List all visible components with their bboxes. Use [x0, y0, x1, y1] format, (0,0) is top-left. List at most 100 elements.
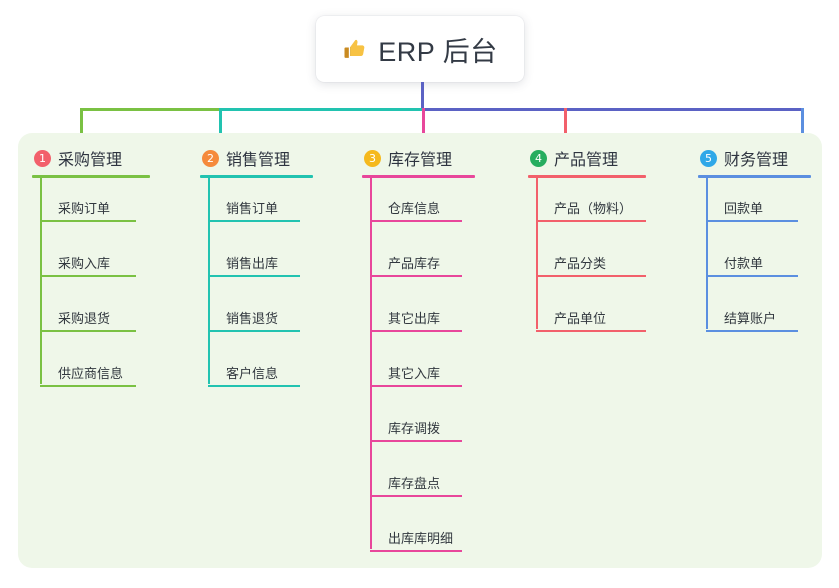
branch-item-list: 采购订单采购入库采购退货供应商信息	[32, 178, 152, 398]
branch-item-label: 产品库存	[388, 256, 441, 271]
bus-segment-2	[219, 108, 422, 111]
branch-item-rule	[370, 385, 462, 387]
branch-item-label: 出库库明细	[388, 531, 454, 546]
branch-title: 库存管理	[388, 152, 453, 169]
branch-item[interactable]: 客户信息	[200, 363, 300, 387]
branch-item-rule	[706, 220, 798, 222]
branch-item[interactable]: 采购订单	[32, 198, 136, 222]
branch-item[interactable]: 采购入库	[32, 253, 136, 277]
branch-column-4: 4 产品管理产品（物料） 产品分类产品单位	[528, 145, 648, 343]
branch-header-rule	[32, 175, 150, 178]
branch-spine	[706, 178, 708, 329]
branch-item-list: 产品（物料） 产品分类产品单位	[528, 178, 648, 343]
branch-item-label: 结算账户	[724, 311, 777, 326]
branch-item[interactable]: 销售退货	[200, 308, 300, 332]
branch-item[interactable]: 产品（物料）	[528, 198, 646, 222]
branch-item[interactable]: 产品单位	[528, 308, 646, 332]
branch-column-1: 1 采购管理采购订单采购入库采购退货供应商信息	[32, 145, 152, 398]
branch-item-list: 回款单付款单结算账户	[698, 178, 813, 343]
branch-item[interactable]: 付款单	[698, 253, 798, 277]
branch-drop-5	[801, 108, 804, 136]
branch-header-4[interactable]: 4 产品管理	[528, 145, 648, 171]
branch-item[interactable]: 出库库明细	[362, 528, 462, 552]
branch-item-rule	[370, 275, 462, 277]
branch-item-rule	[370, 550, 462, 552]
branch-item-label: 产品单位	[554, 311, 607, 326]
branch-spine	[370, 178, 372, 549]
branch-item-rule	[706, 330, 798, 332]
branch-item-label: 回款单	[724, 201, 764, 216]
branch-item-rule	[370, 495, 462, 497]
branch-item-rule	[208, 220, 300, 222]
branch-spine	[536, 178, 538, 329]
branch-item-label: 采购退货	[58, 311, 111, 326]
bus-segment-3	[422, 108, 804, 111]
branch-item[interactable]: 其它出库	[362, 308, 462, 332]
branch-item[interactable]: 销售出库	[200, 253, 300, 277]
branch-item[interactable]: 供应商信息	[32, 363, 136, 387]
branch-title: 产品管理	[554, 152, 619, 169]
branch-item[interactable]: 库存盘点	[362, 473, 462, 497]
branch-item-rule	[40, 220, 136, 222]
branch-drop-4	[564, 108, 567, 136]
root-stem-connector	[421, 82, 424, 110]
bus-segment-1	[80, 108, 219, 111]
branch-header-rule	[528, 175, 646, 178]
branch-item[interactable]: 库存调拨	[362, 418, 462, 442]
branch-item-label: 客户信息	[226, 366, 279, 381]
branch-item-rule	[40, 385, 136, 387]
branch-item-list: 仓库信息产品库存其它出库其它入库库存调拨库存盘点出库库明细	[362, 178, 477, 563]
branch-item[interactable]: 回款单	[698, 198, 798, 222]
branch-item[interactable]: 其它入库	[362, 363, 462, 387]
branch-number-badge: 1	[34, 149, 51, 167]
branch-item-rule	[706, 275, 798, 277]
branch-item-label: 销售退货	[226, 311, 279, 326]
branch-item[interactable]: 产品分类	[528, 253, 646, 277]
branch-item-label: 供应商信息	[58, 366, 124, 381]
branch-item-label: 销售出库	[226, 256, 279, 271]
branch-item[interactable]: 仓库信息	[362, 198, 462, 222]
branch-item-rule	[40, 330, 136, 332]
thumbs-up-icon	[344, 39, 365, 58]
branch-item-label: 库存盘点	[388, 476, 441, 491]
branch-spine	[208, 178, 210, 384]
branch-item-rule	[208, 275, 300, 277]
branch-item-rule	[208, 385, 300, 387]
branch-number-badge: 2	[202, 149, 219, 167]
branch-number-badge: 5	[700, 149, 717, 167]
branch-item-rule	[536, 330, 646, 332]
branch-item-rule	[370, 330, 462, 332]
branch-item-label: 采购入库	[58, 256, 111, 271]
branch-drop-2	[219, 108, 222, 136]
branch-header-1[interactable]: 1 采购管理	[32, 145, 152, 171]
branch-item[interactable]: 结算账户	[698, 308, 798, 332]
branch-item-label: 产品（物料）	[554, 201, 633, 216]
branch-spine	[40, 178, 42, 384]
branch-item-rule	[40, 275, 136, 277]
branch-header-5[interactable]: 5 财务管理	[698, 145, 813, 171]
root-node-card[interactable]: ERP 后台	[316, 16, 524, 82]
branch-item[interactable]: 销售订单	[200, 198, 300, 222]
branch-header-rule	[698, 175, 811, 178]
branch-item-list: 销售订单销售出库销售退货客户信息	[200, 178, 315, 398]
branch-header-rule	[200, 175, 313, 178]
branch-item[interactable]: 产品库存	[362, 253, 462, 277]
branch-title: 财务管理	[724, 152, 789, 169]
branch-number-badge: 4	[530, 149, 547, 167]
branch-item-rule	[536, 220, 646, 222]
branch-item-rule	[536, 275, 646, 277]
branch-title: 采购管理	[58, 152, 123, 169]
branch-item-label: 采购订单	[58, 201, 111, 216]
branch-header-rule	[362, 175, 475, 178]
branch-item-label: 其它入库	[388, 366, 441, 381]
branch-item-label: 库存调拨	[388, 421, 441, 436]
branch-item-label: 其它出库	[388, 311, 441, 326]
branch-item-rule	[208, 330, 300, 332]
branch-item-label: 产品分类	[554, 256, 607, 271]
branch-item-rule	[370, 440, 462, 442]
branch-item[interactable]: 采购退货	[32, 308, 136, 332]
